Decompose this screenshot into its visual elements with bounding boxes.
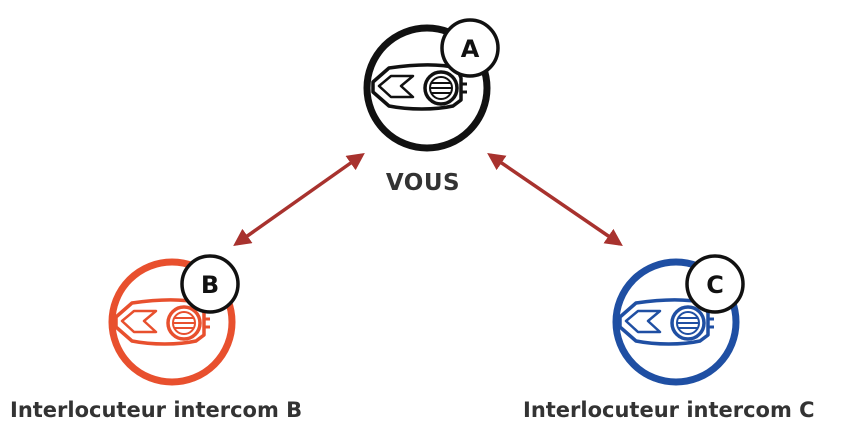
- connection-arrow-you-b: [233, 152, 365, 247]
- connection-arrow-you-c: [487, 153, 623, 246]
- badge-b-letter: B: [201, 271, 219, 299]
- badge-c: [685, 254, 745, 314]
- node-c: C: [612, 254, 745, 386]
- badge-you: [440, 18, 500, 78]
- badge-b: [180, 254, 240, 314]
- badge-you-letter: A: [461, 35, 480, 63]
- badge-c-letter: C: [706, 271, 724, 299]
- node-c-caption: Interlocuteur intercom C: [523, 398, 815, 422]
- node-b-caption: Interlocuteur intercom B: [10, 398, 303, 422]
- node-you: A: [363, 18, 500, 152]
- node-b: B: [108, 254, 240, 386]
- node-you-caption: VOUS: [385, 170, 461, 196]
